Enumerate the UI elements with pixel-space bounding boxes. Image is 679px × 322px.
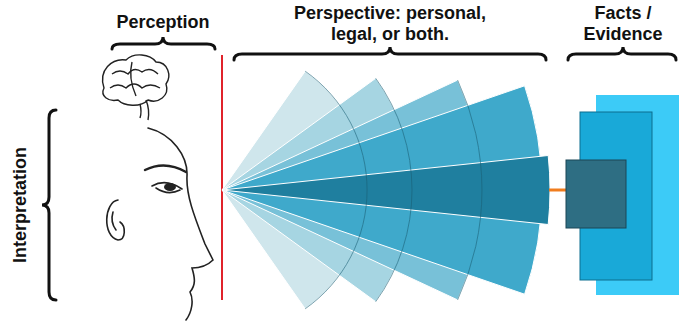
- connector-stub: [549, 189, 567, 192]
- evidence-box: [566, 160, 626, 228]
- eye: [164, 183, 176, 191]
- brace: [234, 47, 546, 60]
- brain-icon: [103, 55, 169, 120]
- perspective-fan: [222, 71, 550, 309]
- heading-label: Perspective: personal, legal, or both.: [270, 3, 510, 44]
- brace: [568, 47, 676, 60]
- brace: [42, 110, 56, 300]
- heading-label: Facts / Evidence: [575, 3, 671, 44]
- face-profile: [107, 128, 213, 320]
- brace: [112, 37, 215, 49]
- heading-label: Perception: [103, 12, 223, 33]
- heading-label: Interpretation: [10, 147, 31, 263]
- perception-line: [221, 55, 223, 300]
